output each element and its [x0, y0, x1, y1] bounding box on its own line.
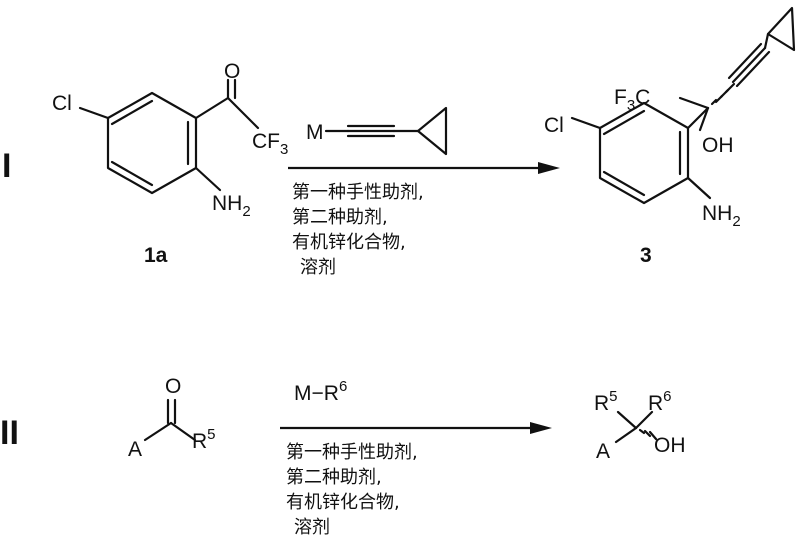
condition-ii-2: 第二种助剂, — [286, 467, 382, 488]
reactant-1a-structure — [78, 78, 260, 195]
reaction-arrow-i — [288, 162, 560, 174]
product-ii-r6: R6 — [648, 388, 672, 415]
compound-label-3: 3 — [640, 244, 652, 267]
reactant-ii-ketone — [143, 398, 197, 442]
condition-i-3: 有机锌化合物, — [292, 232, 406, 253]
condition-i-1: 第一种手性助剂, — [292, 182, 424, 203]
reactant-ii-o: O — [165, 375, 181, 398]
scheme-ii-label: II — [0, 414, 19, 452]
reagent-i-m: M — [306, 121, 324, 144]
reactant-ii-r5: R5 — [192, 426, 216, 453]
reactant-1a-o: O — [224, 60, 240, 83]
product-3-nh2: NH2 — [702, 202, 741, 230]
reactant-1a-cf3: CF3 — [252, 130, 288, 158]
product-ii-r5: R5 — [594, 388, 618, 415]
condition-i-2: 第二种助剂, — [292, 207, 388, 228]
product-3-oh: OH — [702, 134, 734, 157]
reactant-ii-a: A — [128, 438, 142, 461]
product-ii-oh: OH — [654, 434, 686, 457]
reactant-1a-nh2: NH2 — [212, 192, 251, 220]
condition-ii-3: 有机锌化合物, — [286, 492, 400, 513]
condition-ii-4: 溶剂 — [294, 517, 330, 538]
compound-label-1a: 1a — [144, 244, 168, 267]
product-3-f3c: F3C — [614, 86, 650, 114]
product-3-structure — [570, 6, 796, 205]
condition-ii-1: 第一种手性助剂, — [286, 442, 418, 463]
condition-i-4: 溶剂 — [300, 257, 336, 278]
reaction-arrow-ii — [280, 422, 552, 434]
reagent-ii: M−R6 — [294, 378, 347, 405]
scheme-i-label: I — [2, 147, 11, 185]
product-ii-a: A — [596, 440, 610, 463]
reactant-1a-cl: Cl — [52, 92, 72, 115]
product-3-cl: Cl — [544, 114, 564, 137]
reagent-i-alkynyl-cyclopropyl — [324, 106, 448, 156]
product-ii-carbinol — [614, 410, 658, 444]
